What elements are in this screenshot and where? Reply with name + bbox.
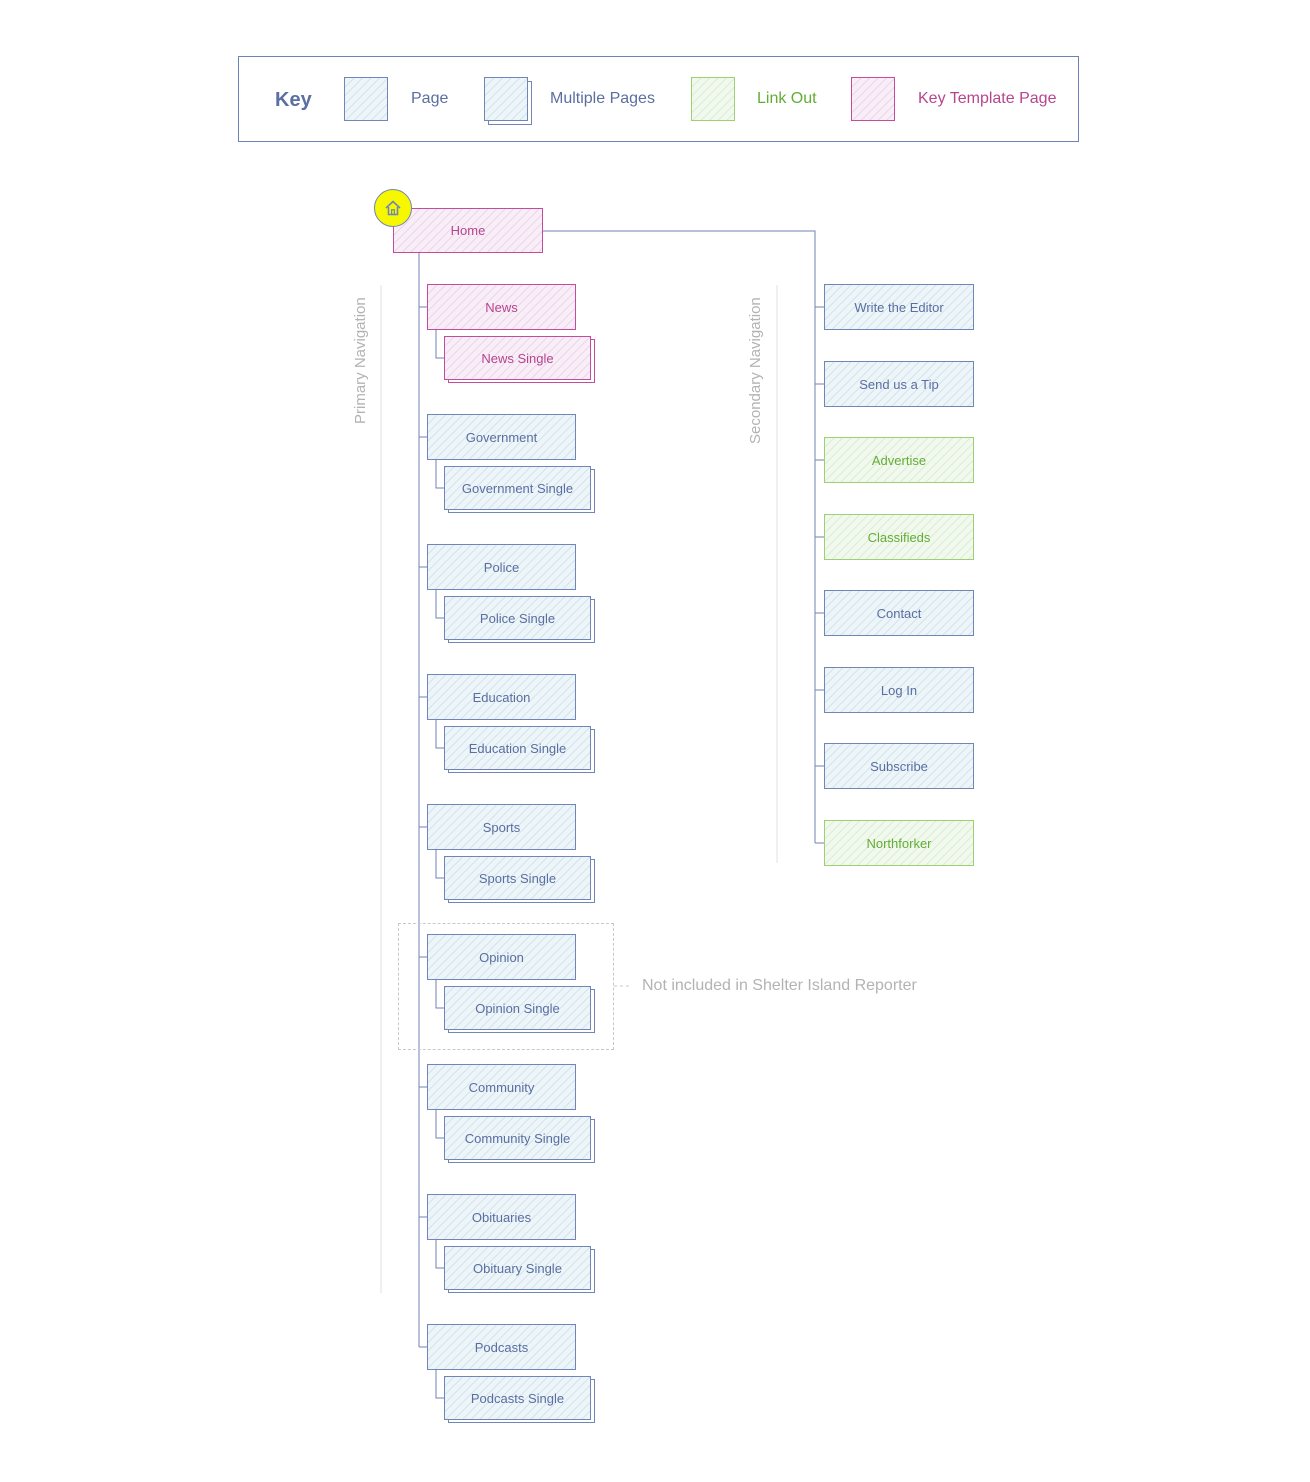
legend-swatch-template xyxy=(851,77,895,121)
legend-label-page: Page xyxy=(411,90,449,107)
branch-opinion-single xyxy=(435,980,444,1009)
node-obituaries[interactable]: Obituaries xyxy=(427,1194,576,1240)
branch-education-single xyxy=(435,720,444,749)
node-home[interactable]: Home xyxy=(393,208,543,253)
legend-label-link-out: Link Out xyxy=(757,90,817,107)
excluded-group-box xyxy=(398,923,614,1050)
home-icon xyxy=(385,200,401,216)
node-advertise[interactable]: Advertise xyxy=(824,437,974,483)
branch-government-single xyxy=(435,460,444,489)
branch-podcasts-single xyxy=(435,1370,444,1399)
node-podcasts[interactable]: Podcasts xyxy=(427,1324,576,1370)
legend-swatch-page xyxy=(344,77,388,121)
secondary-trunk-line xyxy=(543,230,816,843)
branch-sports-single xyxy=(435,850,444,879)
node-send-us-a-tip[interactable]: Send us a Tip xyxy=(824,361,974,407)
branch-community-single xyxy=(435,1110,444,1139)
node-opinion[interactable]: Opinion xyxy=(427,934,576,980)
legend-swatch-link-out xyxy=(691,77,735,121)
node-news[interactable]: News xyxy=(427,284,576,330)
home-badge[interactable] xyxy=(374,189,412,227)
node-police-single[interactable]: Police Single xyxy=(444,596,591,640)
node-sports[interactable]: Sports xyxy=(427,804,576,850)
node-community-single[interactable]: Community Single xyxy=(444,1116,591,1160)
primary-navigation-label: Primary Navigation xyxy=(352,297,369,424)
branch-obituaries-single xyxy=(435,1240,444,1269)
node-community[interactable]: Community xyxy=(427,1064,576,1110)
node-government-single[interactable]: Government Single xyxy=(444,466,591,510)
node-write-the-editor[interactable]: Write the Editor xyxy=(824,284,974,330)
node-obituaries-single[interactable]: Obituary Single xyxy=(444,1246,591,1290)
legend-label-multiple: Multiple Pages xyxy=(550,90,655,107)
secondary-navigation-label: Secondary Navigation xyxy=(747,297,764,444)
node-subscribe[interactable]: Subscribe xyxy=(824,743,974,789)
node-police[interactable]: Police xyxy=(427,544,576,590)
branch-news-single xyxy=(435,330,444,359)
legend-swatch-multiple xyxy=(484,77,528,121)
legend: Key Page Multiple Pages Link Out Key Tem… xyxy=(238,56,1079,142)
legend-title: Key xyxy=(275,89,312,111)
node-government[interactable]: Government xyxy=(427,414,576,460)
node-northforker[interactable]: Northforker xyxy=(824,820,974,866)
legend-label-template: Key Template Page xyxy=(918,90,1057,107)
node-sports-single[interactable]: Sports Single xyxy=(444,856,591,900)
branch-police-single xyxy=(435,590,444,619)
node-opinion-single[interactable]: Opinion Single xyxy=(444,986,591,1030)
node-classifieds[interactable]: Classifieds xyxy=(824,514,974,560)
node-news-single[interactable]: News Single xyxy=(444,336,591,380)
node-contact[interactable]: Contact xyxy=(824,590,974,636)
node-podcasts-single[interactable]: Podcasts Single xyxy=(444,1376,591,1420)
node-education-single[interactable]: Education Single xyxy=(444,726,591,770)
node-education[interactable]: Education xyxy=(427,674,576,720)
node-log-in[interactable]: Log In xyxy=(824,667,974,713)
excluded-note: Not included in Shelter Island Reporter xyxy=(642,977,917,994)
